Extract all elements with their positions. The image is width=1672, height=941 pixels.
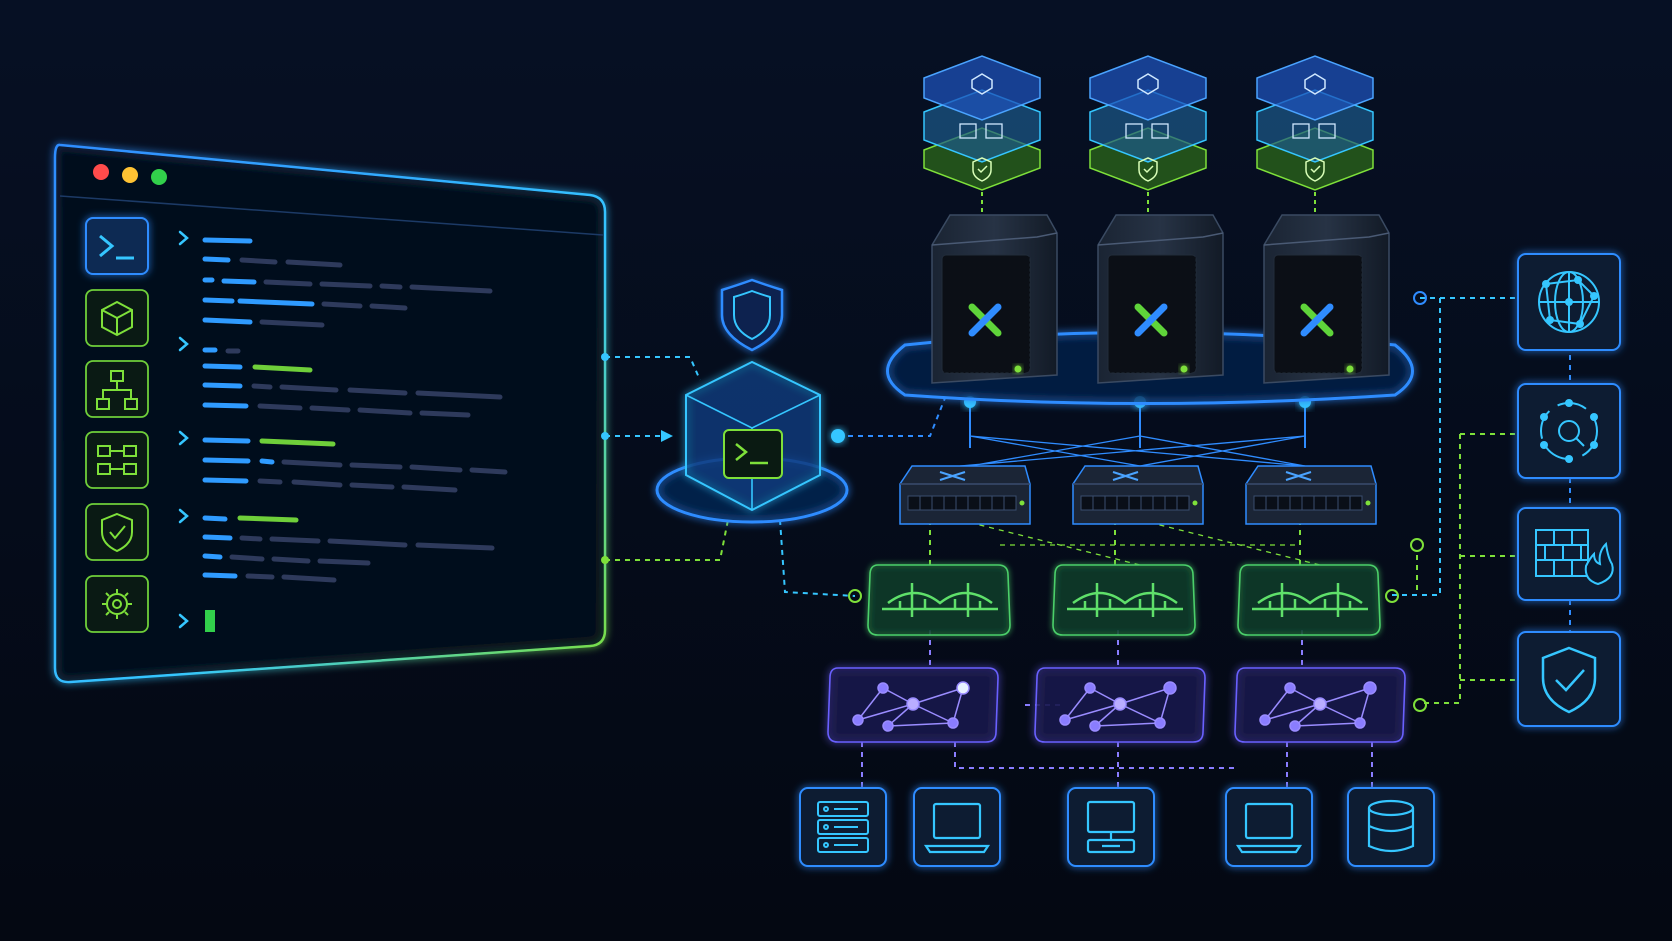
hierarchy-icon: [96, 370, 138, 410]
server-logo-icon: [1300, 303, 1334, 337]
mesh-network-icon: [1259, 681, 1377, 732]
endpoint-laptop-1[interactable]: [913, 787, 1001, 867]
bridge-icon: [1252, 583, 1368, 617]
network-switch-3[interactable]: [1245, 465, 1377, 525]
status-led: [1180, 365, 1188, 373]
laptop-icon: [923, 802, 991, 854]
prompt-chevron: [178, 230, 189, 246]
endpoint-laptop-2[interactable]: [1225, 787, 1313, 867]
gateway[interactable]: [655, 278, 849, 524]
container-icon: [1137, 73, 1159, 95]
sidebar-item-terminal[interactable]: [85, 217, 149, 275]
endpoint-server[interactable]: [799, 787, 887, 867]
firewall-icon: [1535, 529, 1614, 586]
bridge-icon: [882, 583, 998, 617]
sidebar-item-topology[interactable]: [85, 360, 149, 418]
mesh-panel-2[interactable]: [1034, 667, 1206, 743]
service-firewall[interactable]: [1517, 507, 1621, 601]
database-icon: [1367, 799, 1415, 853]
server-node-2[interactable]: [1097, 214, 1224, 384]
container-icon: [1304, 73, 1326, 95]
cursor: [205, 610, 215, 632]
sidebar-item-containers[interactable]: [85, 289, 149, 347]
terminal-icon: [99, 234, 115, 258]
status-led: [1346, 365, 1354, 373]
server-logo-icon: [1134, 303, 1168, 337]
mesh-network-icon: [852, 681, 970, 732]
prompt-chevron: [178, 613, 189, 629]
server-rack-icon: [817, 801, 869, 853]
mesh-panel-3[interactable]: [1234, 667, 1406, 743]
prompt-chevron: [178, 430, 189, 446]
network-switch-1[interactable]: [899, 465, 1031, 525]
prompt-chevron: [178, 508, 189, 524]
terminal-output: [178, 230, 508, 632]
status-led: [1014, 365, 1022, 373]
service-global-network[interactable]: [1517, 253, 1621, 351]
services-icon: [959, 123, 977, 139]
mesh-network-icon: [1059, 681, 1177, 732]
shield-icon: [101, 512, 133, 553]
security-shield-icon: [1541, 646, 1597, 714]
services-icon: [1125, 123, 1143, 139]
service-discovery[interactable]: [1517, 383, 1621, 479]
laptop-icon: [1235, 802, 1303, 854]
shield-check-icon: [1138, 157, 1158, 182]
server-node-1[interactable]: [931, 214, 1058, 384]
gateway-terminal-icon: [723, 429, 783, 479]
bridge-panel-3[interactable]: [1237, 564, 1381, 636]
prompt-chevron: [178, 336, 189, 352]
server-node-3[interactable]: [1263, 214, 1390, 384]
stack-3[interactable]: [1256, 55, 1374, 215]
bridge-icon: [1067, 583, 1183, 617]
stack-1[interactable]: [923, 55, 1041, 215]
shield-check-icon: [1305, 157, 1325, 182]
services-icon: [1292, 123, 1310, 139]
container-icon: [971, 73, 993, 95]
endpoint-desktop[interactable]: [1067, 787, 1155, 867]
maximize-button[interactable]: [151, 169, 167, 185]
server-logo-icon: [968, 303, 1002, 337]
network-switch-2[interactable]: [1072, 465, 1204, 525]
minimize-button[interactable]: [122, 167, 138, 183]
mesh-panel-1[interactable]: [827, 667, 999, 743]
arrow-head: [661, 430, 673, 442]
endpoint-database[interactable]: [1347, 787, 1435, 867]
gear-icon: [102, 589, 132, 619]
stack-2[interactable]: [1089, 55, 1207, 215]
desktop-icon: [1086, 800, 1136, 854]
connectors: [605, 297, 1571, 788]
gateway-shield-icon: [720, 278, 784, 352]
sidebar-item-workflows[interactable]: [85, 431, 149, 489]
close-button[interactable]: [93, 164, 109, 180]
workflow-icon: [97, 445, 137, 475]
sidebar-item-security[interactable]: [85, 503, 149, 561]
service-security[interactable]: [1517, 631, 1621, 727]
bridge-panel-1[interactable]: [867, 564, 1011, 636]
shield-check-icon: [972, 157, 992, 182]
sidebar-item-settings[interactable]: [85, 575, 149, 633]
title-bar-divider: [59, 195, 604, 236]
sidebar: [85, 217, 149, 633]
terminal-window[interactable]: [53, 143, 607, 684]
cube-icon: [101, 300, 133, 337]
bridge-panel-2[interactable]: [1052, 564, 1196, 636]
